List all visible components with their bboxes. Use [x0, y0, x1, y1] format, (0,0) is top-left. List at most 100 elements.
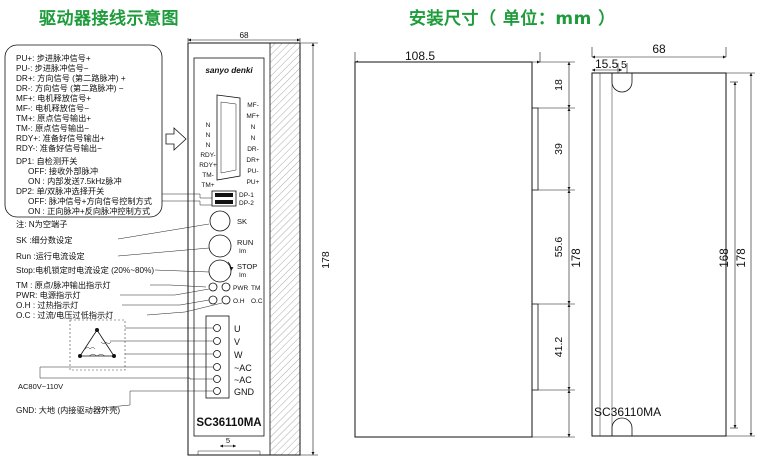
terminal-label: V [234, 337, 240, 347]
oh-led-label: O.H [233, 298, 245, 305]
terminal-screw [213, 324, 221, 332]
stop-sublabel: Im [239, 272, 246, 279]
note-tm: TM : 原点/脉冲输出指示灯 [16, 280, 111, 290]
pin-label: N [251, 135, 256, 142]
terminal-label: GND [234, 387, 255, 397]
legend-line: MF-: 电机释放信号− [16, 103, 89, 113]
note-nc: 注: N为空端子 [16, 219, 67, 229]
dim-front-height: 178 [320, 251, 332, 269]
side-mount-slot-2 [531, 303, 539, 391]
terminal-screw [213, 350, 221, 358]
leader-lines [39, 193, 223, 409]
dp2-on: ON : 正向脉冲+反向脉冲控制方式 [28, 206, 150, 216]
pin-label: MF- [247, 102, 259, 109]
pin-label: RDY+ [199, 162, 217, 169]
delta-winding-icon [79, 329, 115, 357]
pin-label: DR+ [246, 157, 259, 164]
legend-line: RDY+: 准备好信号输出+ [16, 133, 105, 143]
dp2-off: OFF: 脉冲信号+方向信号控制方式 [28, 196, 152, 206]
legend-frame [4, 44, 163, 218]
pin-label: N [206, 132, 211, 139]
driver-model-label: SC36110MA [196, 417, 261, 429]
pwr-led [208, 282, 218, 292]
dim-front-foot: 5 [226, 436, 230, 445]
driver-front-view: 68 18 sanyo denki N N N RDY- RDY+ TM- TM… [187, 31, 332, 456]
note-ac: AC80V~110V [18, 382, 63, 391]
back-body [591, 72, 727, 437]
signal-connector [216, 94, 241, 181]
terminal-label: U [234, 324, 241, 334]
note-oc: O.C : 过流/电压过低指示灯 [16, 310, 113, 320]
dip-switch[interactable] [211, 190, 237, 207]
pin-label: N [206, 142, 211, 149]
sk-label: SK [237, 217, 247, 226]
pin-label: N [206, 122, 211, 129]
terminal-label: ~AC [234, 375, 252, 385]
terminal-label: ~AC [234, 363, 252, 373]
pin-label: DR- [247, 146, 259, 153]
pin-label: PU- [247, 168, 258, 175]
signal-legend-box: PU+: 步进脉冲信号+ PU-: 步进脉冲信号− DR+: 方向信号 (第二路… [4, 44, 163, 218]
heatsink-edge [269, 42, 301, 456]
dip-label: DP-1 [239, 192, 254, 199]
legend-line: TM-: 原点信号输出− [16, 123, 89, 133]
tm-led-label: TM [251, 285, 260, 292]
back-view: 68 15.5 5 SC36110MA 168 178 [591, 42, 755, 437]
dim-side-slot2: 41.2 [553, 337, 565, 358]
dim-back-height: 168 [719, 248, 731, 267]
pin-label: TM+ [201, 182, 214, 189]
pin-label: N [251, 124, 256, 131]
legend-line: MF+: 电机释放信号+ [16, 93, 91, 103]
run-knob[interactable] [208, 234, 232, 258]
dip-switch-1[interactable] [215, 193, 233, 197]
install-dimensions-title: 安装尺寸（ 单位：mm ） [409, 9, 616, 29]
pin-label: PU+ [247, 179, 260, 186]
note-gnd: GND: 大地 (内接驱动器外壳) [16, 405, 120, 415]
dip-switch-2[interactable] [215, 200, 233, 204]
stop-label: STOP [237, 262, 257, 271]
dp1-on: ON : 内部发送7.5kHz脉冲 [28, 176, 122, 186]
front-panel [193, 57, 265, 437]
motor-winding-symbol [69, 319, 126, 371]
note-pwr: PWR: 电源指示灯 [16, 290, 81, 300]
note-run: Run :运行电流设定 [16, 251, 85, 261]
wiring-diagram-title: 驱动器接线示意图 [39, 9, 179, 29]
legend-line: PU+: 步进脉冲信号+ [16, 53, 91, 63]
dip-label: DP-2 [239, 200, 254, 207]
dp1-title: DP1: 自检测开关 [16, 156, 77, 166]
brand-logo: sanyo denki [205, 66, 253, 75]
legend-line: PU-: 步进脉冲信号− [16, 63, 89, 73]
dim-side-depth: 108.5 [405, 49, 435, 63]
terminal-screw [213, 337, 221, 345]
side-body [354, 61, 533, 438]
run-label: RUN [237, 238, 253, 247]
dp1-off: OFF: 接收外部脉冲 [28, 166, 98, 176]
pin-label: RDY- [200, 152, 215, 159]
terminal-screw [213, 387, 221, 395]
legend-line: DR+: 方向信号 (第二路脉冲) + [16, 73, 126, 83]
side-view: 108.5 18 39 55.6 41.2 178 [354, 49, 583, 438]
legend-line: DR-: 方向信号 (第二路脉冲) − [16, 83, 124, 93]
dim-back-total: 178 [736, 248, 748, 267]
terminal-screw [213, 363, 221, 371]
terminal-screw [213, 375, 221, 383]
terminal-block [205, 315, 230, 399]
arrow-icon [165, 127, 187, 151]
pwr-led-label: PWR [233, 285, 248, 292]
dim-side-gap2: 55.6 [553, 237, 565, 258]
oc-led [221, 295, 231, 305]
dim-back-width: 68 [652, 42, 666, 56]
side-mount-slot-1 [531, 107, 539, 191]
terminal-label: W [234, 350, 243, 360]
dim-side-total: 178 [571, 248, 583, 267]
dim-back-hole-offset: 15.5 [595, 57, 619, 71]
sk-knob[interactable] [209, 210, 231, 232]
run-sublabel: Im [239, 248, 246, 255]
dim-front-width: 68 [239, 31, 249, 40]
dim-side-gap1: 18 [553, 79, 565, 91]
pin-label: TM- [202, 172, 214, 179]
tm-led [221, 282, 231, 292]
dim-back-slot: 5 [621, 59, 627, 71]
